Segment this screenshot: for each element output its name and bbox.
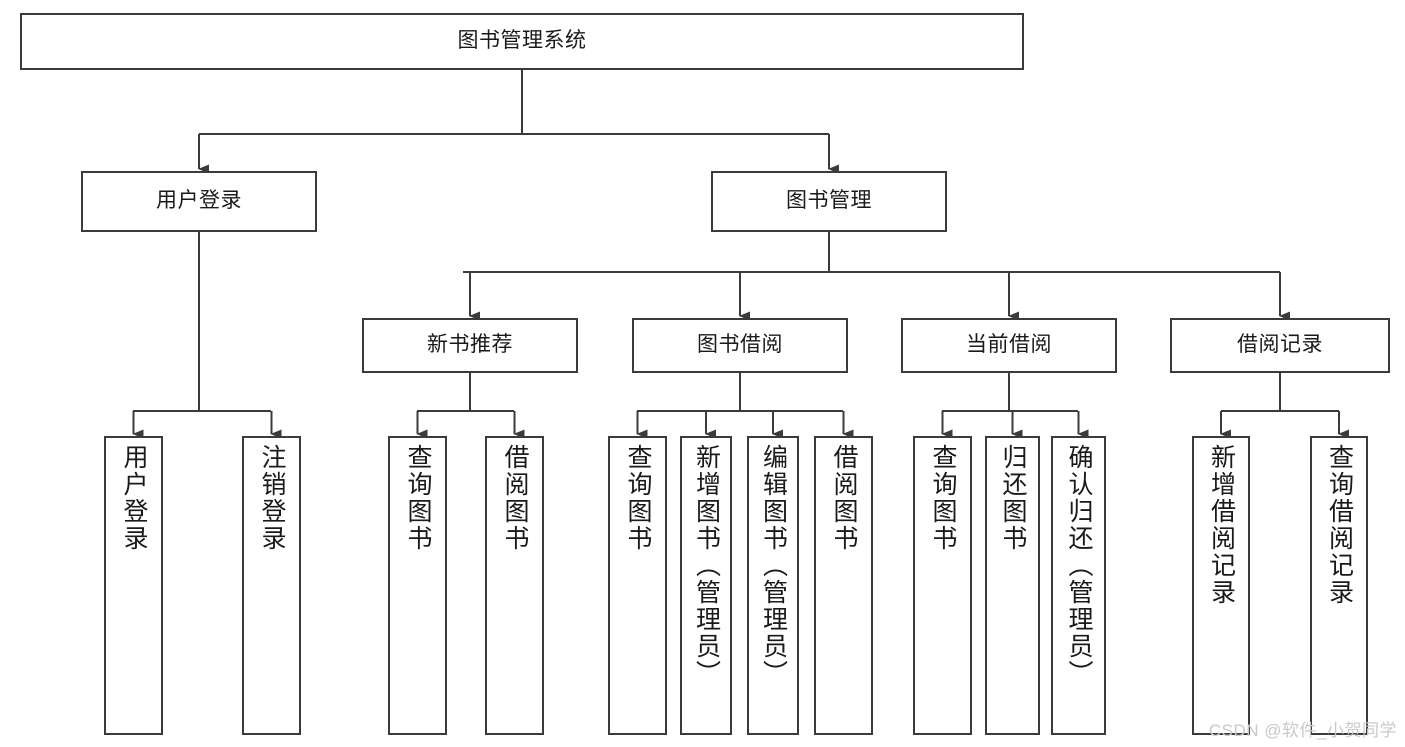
node-book-manage[interactable]: 图书管理 bbox=[711, 171, 947, 232]
node-label-borrow-record: 借阅记录 bbox=[1237, 333, 1323, 357]
node-leaf-query-book-3[interactable]: 查询图书 bbox=[913, 436, 972, 735]
node-user-login[interactable]: 用户登录 bbox=[81, 171, 317, 232]
node-leaf-confirm-return[interactable]: 确认归还（管理员） bbox=[1051, 436, 1106, 735]
node-leaf-borrow-book-1[interactable]: 借阅图书 bbox=[485, 436, 544, 735]
node-label-leaf-borrow-book-2: 借阅图书 bbox=[830, 444, 858, 552]
node-book-borrow[interactable]: 图书借阅 bbox=[632, 318, 848, 373]
node-label-leaf-add-book: 新增图书（管理员） bbox=[692, 444, 721, 687]
node-label-leaf-query-book-3: 查询图书 bbox=[929, 444, 957, 552]
watermark-text: CSDN @软件_小贺同学 bbox=[1208, 721, 1397, 740]
node-label-leaf-return-book: 归还图书 bbox=[999, 444, 1027, 552]
node-label-book-manage: 图书管理 bbox=[786, 189, 872, 213]
node-root[interactable]: 图书管理系统 bbox=[20, 13, 1024, 70]
node-leaf-query-book-1[interactable]: 查询图书 bbox=[388, 436, 447, 735]
node-leaf-borrow-book-2[interactable]: 借阅图书 bbox=[814, 436, 873, 735]
connector-lines bbox=[132, 70, 1349, 439]
node-current-borrow[interactable]: 当前借阅 bbox=[901, 318, 1117, 373]
node-label-leaf-borrow-book-1: 借阅图书 bbox=[501, 444, 529, 552]
node-label-book-borrow: 图书借阅 bbox=[697, 333, 783, 357]
node-label-user-login: 用户登录 bbox=[156, 189, 242, 213]
node-label-root: 图书管理系统 bbox=[457, 29, 587, 53]
node-leaf-query-book-2[interactable]: 查询图书 bbox=[608, 436, 667, 735]
node-label-leaf-query-book-1: 查询图书 bbox=[404, 444, 432, 552]
node-leaf-return-book[interactable]: 归还图书 bbox=[985, 436, 1040, 735]
node-leaf-edit-book[interactable]: 编辑图书（管理员） bbox=[747, 436, 799, 735]
node-label-leaf-edit-book: 编辑图书（管理员） bbox=[759, 444, 788, 687]
node-label-current-borrow: 当前借阅 bbox=[966, 333, 1052, 357]
node-label-leaf-query-book-2: 查询图书 bbox=[624, 444, 652, 552]
node-leaf-user-login[interactable]: 用户登录 bbox=[104, 436, 163, 735]
node-leaf-query-record[interactable]: 查询借阅记录 bbox=[1310, 436, 1368, 735]
node-leaf-add-book[interactable]: 新增图书（管理员） bbox=[680, 436, 732, 735]
node-new-book-rec[interactable]: 新书推荐 bbox=[362, 318, 578, 373]
node-label-leaf-confirm-return: 确认归还（管理员） bbox=[1065, 444, 1093, 687]
node-leaf-add-record[interactable]: 新增借阅记录 bbox=[1192, 436, 1250, 735]
node-leaf-logout[interactable]: 注销登录 bbox=[242, 436, 301, 735]
node-label-leaf-query-record: 查询借阅记录 bbox=[1325, 444, 1354, 606]
node-label-leaf-add-record: 新增借阅记录 bbox=[1207, 444, 1236, 606]
node-label-new-book-rec: 新书推荐 bbox=[427, 333, 513, 357]
node-label-leaf-logout: 注销登录 bbox=[258, 444, 286, 552]
node-borrow-record[interactable]: 借阅记录 bbox=[1170, 318, 1390, 373]
node-label-leaf-user-login: 用户登录 bbox=[120, 444, 148, 552]
